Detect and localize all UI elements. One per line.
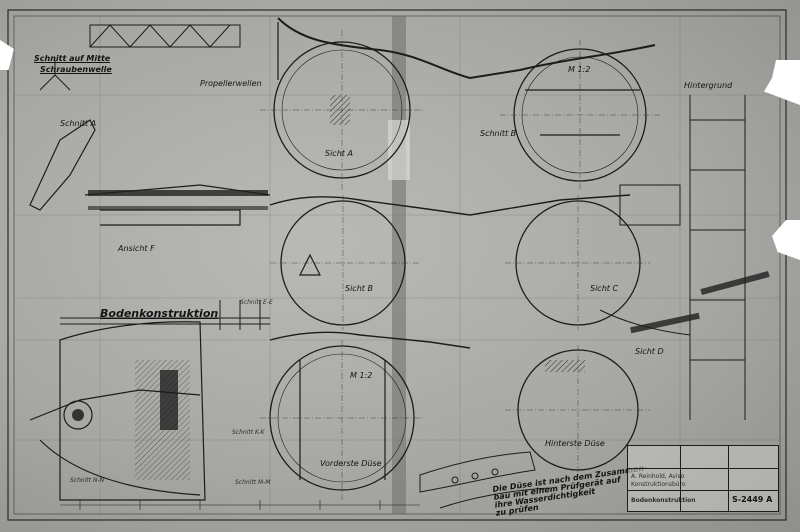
title-block-subject: Bodenkonstruktion: [631, 497, 696, 504]
nozzle-circles: [269, 41, 647, 491]
label-propellerwellen: Propellerwellen: [200, 79, 262, 88]
label-schnitt-a: Schnitt A: [60, 119, 97, 128]
label-schnitt-kk: Schnitt K-K: [232, 429, 265, 436]
hull-outline-top: [277, 17, 656, 80]
label-schnitt-mitte: Schnitt auf Mitte: [34, 54, 111, 63]
hull-section-left: [29, 119, 271, 501]
label-scale-2: M 1:2: [568, 65, 591, 74]
label-sicht-a: Sicht A: [325, 149, 353, 158]
label-schnitt-e: Schnitt E-E: [240, 299, 273, 306]
label-sicht-b: Sicht B: [345, 284, 373, 293]
label-ansicht-f: Ansicht F: [118, 244, 155, 253]
label-hintergrund: Hintergrund: [684, 81, 733, 90]
label-hinterste-duse: Hinterste Düse: [545, 439, 605, 448]
label-schraubenwelle: Schraubenwelle: [40, 65, 112, 74]
label-sicht-c: Sicht C: [590, 284, 619, 293]
label-vorderste-duse: Vorderste Düse: [320, 459, 382, 468]
title-block: A. Reinhold, Aviso Konstruktionsbüro Bod…: [627, 445, 779, 512]
title-block-dept: Konstruktionsbüro: [631, 481, 686, 488]
sheet-border: [7, 9, 787, 521]
label-schnitt-n: Schnitt N-N: [70, 477, 105, 484]
nozzle-detail: [419, 451, 551, 509]
section-heading: Bodenkonstruktion: [100, 307, 219, 320]
label-scale-1: M 1:2: [350, 371, 373, 380]
label-schnitt-m: Schnitt M-M: [235, 479, 271, 486]
label-schnitt-b: Schnitt B: [480, 129, 517, 138]
title-block-sheet-number: S-2449 A: [732, 495, 773, 504]
frame-structures-right: [599, 95, 746, 420]
label-sicht-d: Sicht D: [635, 347, 664, 356]
title-block-company: A. Reinhold, Aviso: [631, 473, 685, 480]
